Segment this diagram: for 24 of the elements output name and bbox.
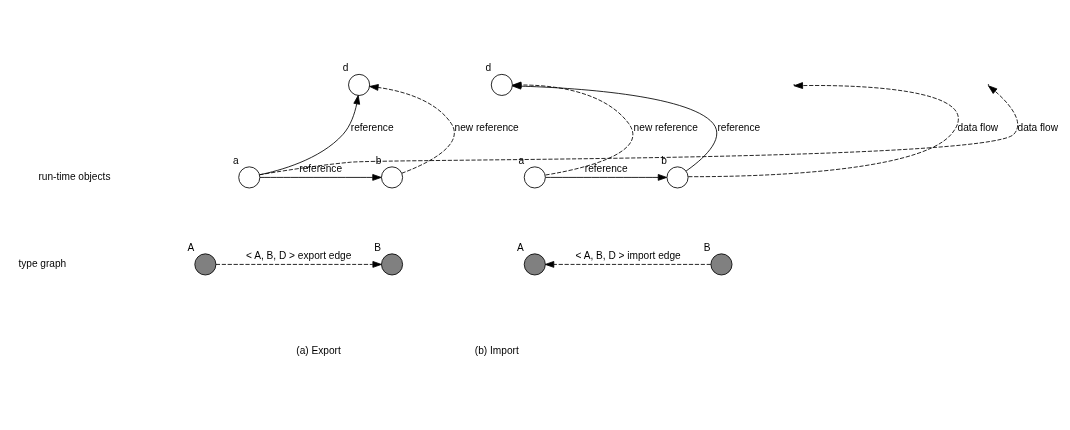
node-label: a <box>232 154 239 166</box>
node-label: A <box>517 241 524 253</box>
edge-label: < A, B, D > import edge <box>575 250 681 262</box>
edge-label: reference <box>299 163 343 175</box>
edge-label: new reference <box>633 122 698 134</box>
edge-label: data flow <box>1017 122 1059 134</box>
label: (b) Import <box>474 345 519 357</box>
node-label: B <box>374 241 382 253</box>
label: (a) Export <box>296 345 341 357</box>
node-label: d <box>342 62 349 74</box>
edge-label: data flow <box>957 122 999 134</box>
node-label: b <box>375 154 382 166</box>
node-label: d <box>485 62 492 74</box>
label: run-time objects <box>38 171 111 183</box>
edge-label: reference <box>717 122 761 134</box>
node-label: b <box>661 154 667 166</box>
node-label: A <box>187 241 195 253</box>
edge-label: new reference <box>454 122 519 134</box>
node-label: a <box>518 154 525 166</box>
edge-label: < A, B, D > export edge <box>246 250 352 262</box>
edge-label: reference <box>584 163 628 175</box>
label: type graph <box>18 258 67 270</box>
edge-label: reference <box>350 122 394 134</box>
node-label: B <box>703 241 711 253</box>
